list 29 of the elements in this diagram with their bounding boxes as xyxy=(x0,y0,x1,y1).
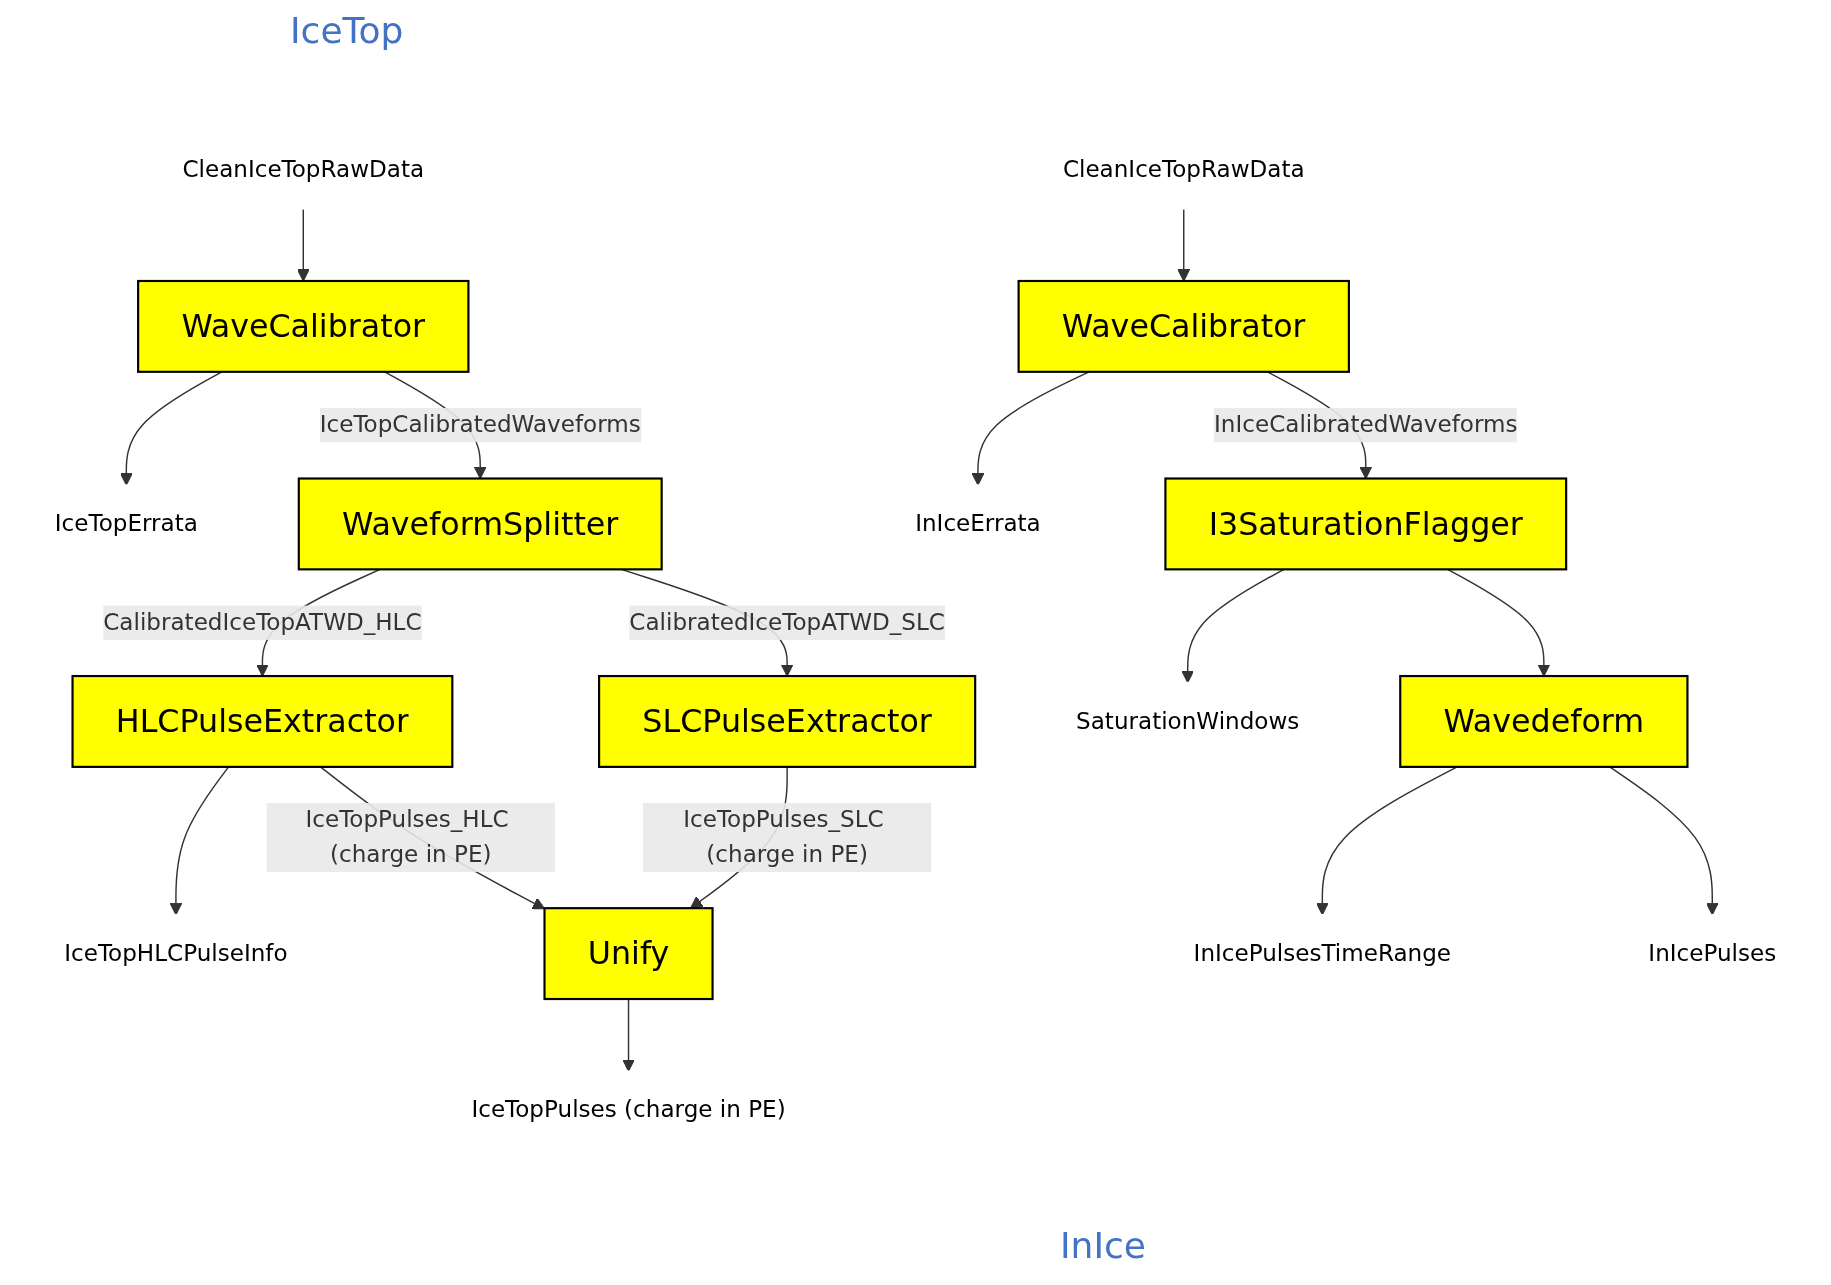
node-text: IceTopHLCPulseInfo xyxy=(64,939,288,967)
edge-label: IceTopPulses_HLC (charge in PE) xyxy=(305,805,509,868)
node-text: CleanIceTopRawData xyxy=(182,155,425,183)
edge-label: IceTopCalibratedWaveforms xyxy=(319,410,641,439)
node-text: IceTopPulses (charge in PE) xyxy=(471,1095,786,1124)
edge-label: InIceCalibratedWaveforms xyxy=(1214,410,1518,439)
node-box: WaveformSplitter xyxy=(297,477,663,571)
arrow xyxy=(1609,766,1719,916)
node-box: I3SaturationFlagger xyxy=(1164,477,1568,571)
node-text: CleanIceTopRawData xyxy=(1062,155,1305,183)
arrow xyxy=(169,766,230,916)
region-label: IceTop xyxy=(290,10,404,51)
region-label: InIce xyxy=(1060,1225,1146,1266)
node-box: WaveCalibrator xyxy=(137,279,470,373)
node-box: SLCPulseExtractor xyxy=(598,674,977,768)
node-box: Wavedeform xyxy=(1399,674,1689,768)
node-box: WaveCalibrator xyxy=(1017,279,1350,373)
node-box: HLCPulseExtractor xyxy=(71,674,454,768)
node-text: SaturationWindows xyxy=(1076,707,1300,735)
node-text: InIcePulsesTimeRange xyxy=(1193,939,1452,967)
node-text: IceTopErrata xyxy=(54,509,198,537)
arrow xyxy=(120,371,223,486)
edge-label: CalibratedIceTopATWD_HLC xyxy=(103,608,422,636)
node-box: Unify xyxy=(543,907,714,1001)
edge-label: IceTopPulses_SLC (charge in PE) xyxy=(683,805,884,868)
arrow xyxy=(1316,766,1458,916)
node-text: InIceErrata xyxy=(915,509,1041,537)
edge-label: CalibratedIceTopATWD_SLC xyxy=(629,608,945,636)
node-text: InIcePulses xyxy=(1648,939,1777,967)
